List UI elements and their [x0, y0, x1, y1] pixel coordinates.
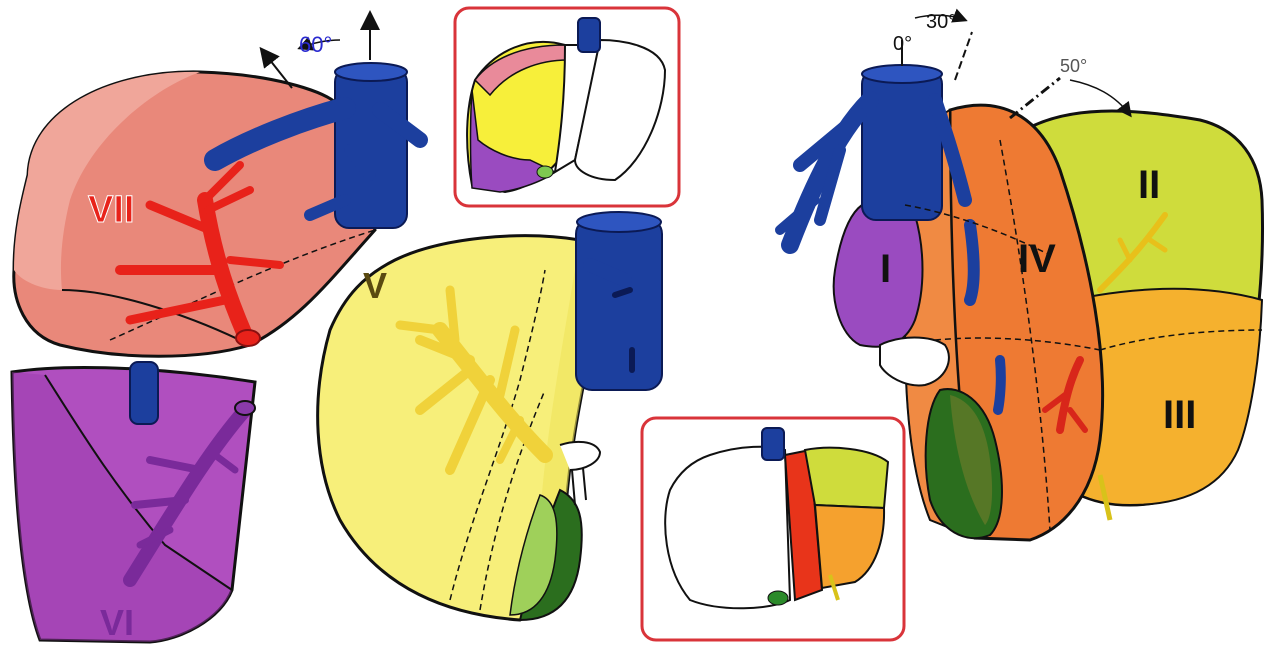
angle-30-label: 30° — [926, 11, 956, 33]
vein-stub-vi — [130, 362, 158, 424]
ivc-vessel-v — [576, 212, 662, 390]
segment-iv-label: IV — [1018, 237, 1056, 281]
segment-iii-label: III — [1163, 393, 1196, 437]
segment-v-label: V — [363, 265, 387, 306]
segment-vi-view: VI — [12, 362, 255, 643]
inset-top-center — [455, 8, 679, 206]
segment-i-label: I — [880, 247, 891, 291]
segment-vii-label: VII — [88, 189, 134, 231]
angle-60-label: 60° — [299, 32, 332, 57]
segment-i-surface — [834, 203, 923, 347]
angle-50-label: 50° — [1060, 56, 1087, 76]
segment-ii-label: II — [1138, 163, 1160, 207]
inset-bottom-center — [642, 418, 904, 640]
segment-vi-label: VI — [100, 602, 134, 643]
angle-0-label: 0° — [893, 33, 912, 55]
